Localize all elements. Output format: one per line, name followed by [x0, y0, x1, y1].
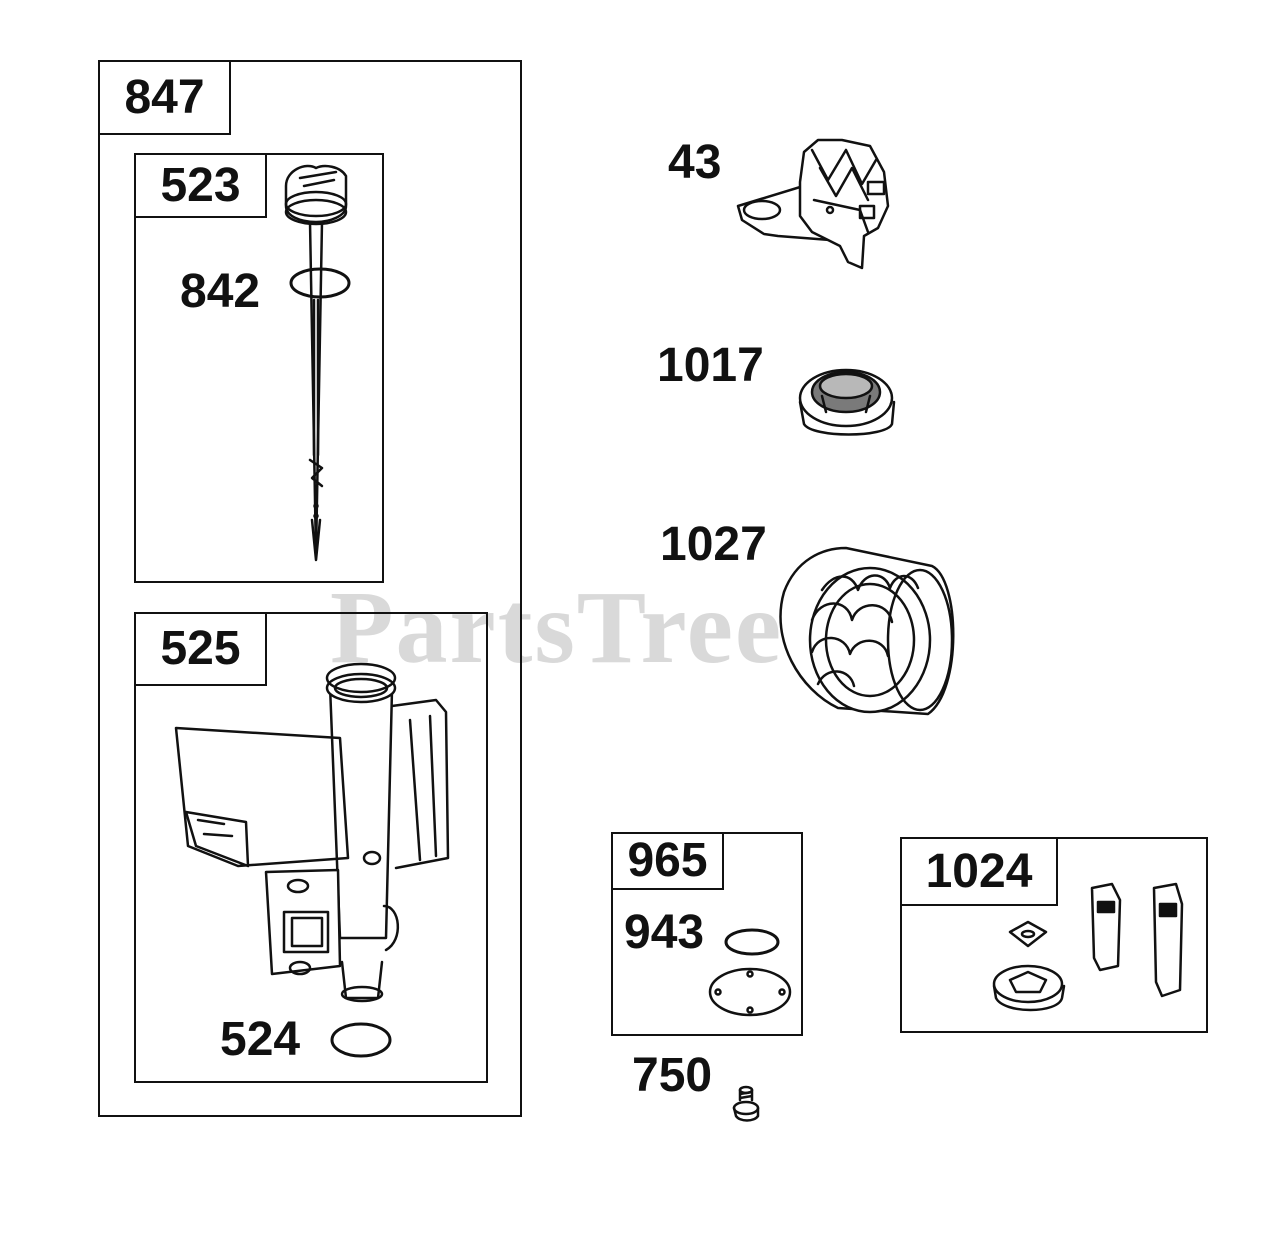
- assembly-523-tag[interactable]: 523: [134, 153, 267, 218]
- dipstick-icon[interactable]: [284, 164, 348, 562]
- assembly-847-box: [98, 60, 522, 1117]
- callout-943[interactable]: 943: [624, 906, 705, 959]
- callout-1027[interactable]: 1027: [660, 518, 767, 571]
- callout-750[interactable]: 750: [632, 1049, 713, 1102]
- callout-524[interactable]: 524: [220, 1013, 301, 1066]
- assembly-1024-tag[interactable]: 1024: [900, 837, 1058, 906]
- callout-842[interactable]: 842: [180, 265, 261, 318]
- o-ring-icon[interactable]: [724, 928, 780, 956]
- callout-1017[interactable]: 1017: [657, 339, 764, 392]
- o-ring-icon[interactable]: [289, 267, 351, 299]
- callout-43[interactable]: 43: [668, 136, 722, 189]
- cap-icon[interactable]: [798, 368, 896, 436]
- assembly-847-tag[interactable]: 847: [98, 60, 231, 135]
- fuel-cap-kit-icon[interactable]: [992, 882, 1184, 1012]
- gasket-icon[interactable]: [708, 967, 792, 1017]
- assembly-525-tag[interactable]: 525: [134, 612, 267, 686]
- control-bracket-icon[interactable]: [736, 138, 890, 270]
- air-filter-icon[interactable]: [779, 546, 955, 716]
- watermark-text: PartsTree: [330, 570, 784, 685]
- oil-fill-tube-icon[interactable]: [174, 662, 450, 1003]
- assembly-965-tag[interactable]: 965: [611, 832, 724, 890]
- o-ring-icon[interactable]: [330, 1022, 392, 1058]
- assembly-525-box: [134, 612, 488, 1083]
- screw-icon[interactable]: [732, 1085, 760, 1122]
